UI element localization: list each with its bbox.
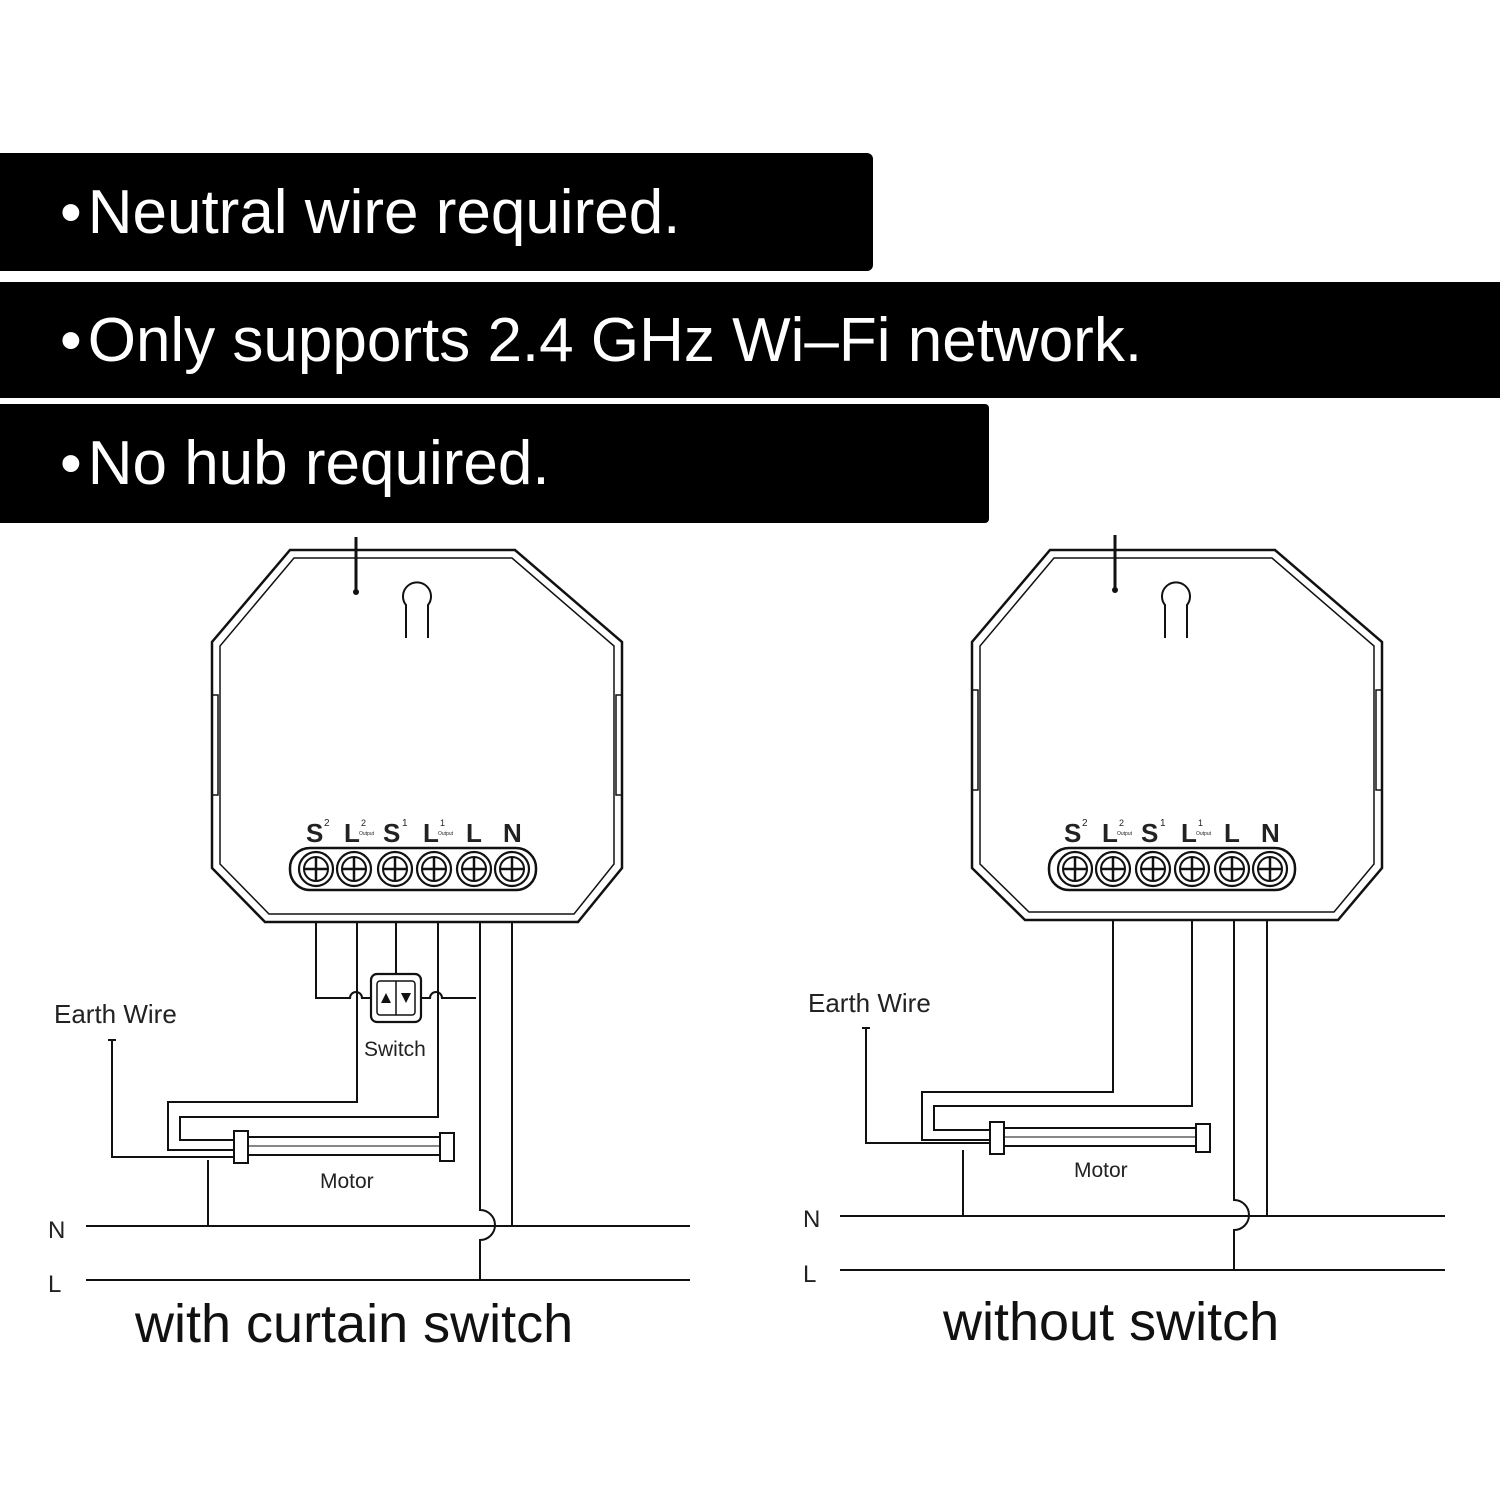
terminal-l1-sub: Output [1196,831,1212,837]
neutral-line-label: N [803,1206,820,1233]
terminal-l2-sup: 2 [361,818,366,828]
earth-wire-label: Earth Wire [54,999,177,1029]
feature-banner-wifi: • Only supports 2.4 GHz Wi–Fi network. [0,282,1500,398]
terminal-block [1047,846,1297,892]
terminal-l2-sup: 2 [1119,818,1124,828]
terminal-s2: S [1064,818,1081,848]
terminal-block [288,846,538,892]
terminal-l1-sup: 1 [440,818,445,828]
terminal-s2: S [306,818,323,848]
right-wiring-diagram: S 2 L 2 Output S 1 L 1 Output L N [803,535,1445,1352]
switch-module [970,548,1384,922]
live-line-label: L [803,1261,816,1288]
terminal-s1: S [383,818,400,848]
terminal-l2-sub: Output [1117,831,1133,837]
terminal-s1: S [1141,818,1158,848]
earth-wire-label: Earth Wire [808,988,931,1018]
terminal-labels: S 2 L 2 Output S 1 L 1 Output L N [1064,818,1280,848]
live-line-label: L [48,1271,61,1298]
bullet: • [60,305,82,375]
terminal-s2-sup: 2 [1082,818,1088,829]
terminal-l2: L [1102,818,1118,848]
terminal-labels: S 2 L 2 Output S 1 L 1 Output L N [306,818,522,848]
down-arrow-icon [401,993,411,1003]
switch-label: Switch [364,1038,426,1061]
feature-banner-hub: • No hub required. [0,404,989,523]
feature-text: Only supports 2.4 GHz Wi–Fi network. [87,305,1143,375]
terminal-s1-sup: 1 [1160,818,1166,829]
bullet: • [60,177,82,247]
neutral-line-label: N [48,1217,65,1244]
motor-label: Motor [320,1170,374,1193]
feature-text: No hub required. [87,429,550,498]
wires [86,922,690,1281]
feature-banner-neutral: • Neutral wire required. [0,153,873,271]
terminal-l: L [1224,818,1240,848]
terminal-l1-sup: 1 [1198,818,1203,828]
terminal-l: L [466,818,482,848]
terminal-l1-sub: Output [438,831,454,837]
motor [989,1121,1211,1155]
left-caption: with curtain switch [134,1294,573,1354]
bullet: • [60,429,82,498]
right-caption: without switch [942,1292,1279,1352]
left-wiring-diagram: S 2 L 2 Output S 1 L 1 Output L N [48,537,690,1354]
terminal-s2-sup: 2 [324,818,330,829]
terminal-l2: L [344,818,360,848]
switch-module [210,548,624,924]
terminal-n: N [1261,818,1280,848]
feature-text: Neutral wire required. [87,177,681,247]
up-arrow-icon [381,993,391,1003]
motor-label: Motor [1074,1159,1128,1182]
terminal-l1: L [423,818,439,848]
wires [840,920,1445,1271]
curtain-switch [369,972,423,1024]
motor [233,1130,455,1164]
terminal-s1-sup: 1 [402,818,408,829]
terminal-l1: L [1181,818,1197,848]
terminal-n: N [503,818,522,848]
terminal-l2-sub: Output [359,831,375,837]
